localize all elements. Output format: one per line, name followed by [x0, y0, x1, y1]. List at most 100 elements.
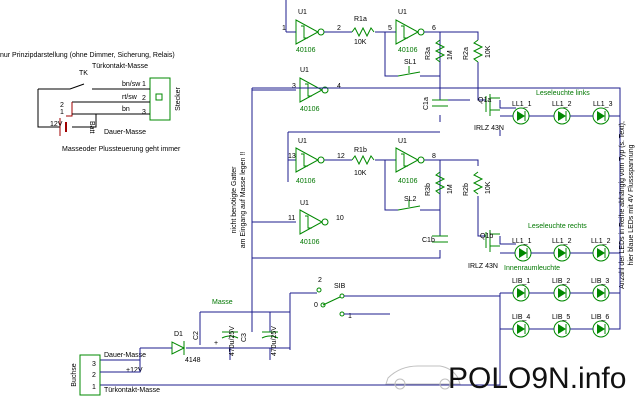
- gate-u1-5: [395, 19, 425, 45]
- principle-wiring: [37, 83, 150, 128]
- u1-label-gate3: U1: [300, 67, 309, 74]
- gate11-pin10: 10: [336, 215, 344, 222]
- sl1-label: SL1: [404, 59, 417, 66]
- ll1-2-label-top: LL1_2: [552, 101, 572, 108]
- r3a-label: R3a: [425, 47, 432, 60]
- wire-rt-sw-label: rt/sw: [122, 94, 138, 101]
- buchse-pin-2: 2: [92, 372, 96, 379]
- gate1-pin1: 1: [282, 25, 286, 32]
- chip-40106-gate9: 40106: [398, 178, 418, 185]
- gate5-pin5: 5: [388, 25, 392, 32]
- gate13-pin13: 13: [288, 153, 296, 160]
- lib2-label: LIB_2: [552, 278, 570, 285]
- led-ll1-r3: [592, 244, 610, 262]
- resistor-r3b: [434, 171, 446, 195]
- r1a-value: 10K: [354, 39, 367, 46]
- r1a-label: R1a: [354, 16, 367, 23]
- r2a-value: 10K: [485, 45, 492, 58]
- led-row2-wire: [500, 116, 621, 254]
- capacitor-c2: [221, 331, 239, 339]
- q1b-label: Q1b: [480, 233, 493, 240]
- tuerkontakt-masse-label-bottom: Türkontakt-Masse: [104, 387, 160, 394]
- buchse-pin-3: 3: [92, 361, 96, 368]
- led-ll1-1: [512, 107, 530, 125]
- switch-sl2: [397, 200, 421, 211]
- power-wiring: [100, 88, 501, 386]
- gate-u1-11: [299, 209, 329, 235]
- polo9n-logo: [385, 365, 461, 390]
- gate9-pin8: 8: [432, 153, 436, 160]
- led-ll1-2: [553, 107, 571, 125]
- r1b-label: R1b: [354, 147, 367, 154]
- principle-note: nur Prinzipdarstellung (ohne Dimmer, Sic…: [0, 52, 175, 59]
- d1-label: D1: [174, 331, 183, 338]
- led-row3-wire: [499, 253, 621, 330]
- leseleuchte-rechts-label: Leseleuchte rechts: [528, 223, 587, 230]
- r1b-value: 10K: [354, 170, 367, 177]
- switch-sl1: [397, 66, 421, 77]
- battery-symbol: [59, 118, 67, 136]
- sib-label: SIB: [334, 283, 346, 290]
- lib5-label: LIB_5: [552, 314, 570, 321]
- sib-pos-1: 1: [348, 313, 352, 320]
- switch-sib: [316, 287, 345, 317]
- chip-40106-gate11: 40106: [300, 239, 320, 246]
- dauer-masse-label-top: Dauer-Masse: [104, 129, 146, 136]
- leseleuchte-links-label: Leseleuchte links: [536, 90, 590, 97]
- buchse-connector: [79, 354, 101, 396]
- r3a-value: 1M: [447, 50, 454, 60]
- watermark: POLO9N.info: [448, 362, 626, 395]
- ll1-1-label-top: LL1_1: [512, 101, 532, 108]
- chip-40106-gate5: 40106: [398, 47, 418, 54]
- resistor-r1b: [351, 154, 375, 166]
- c1b-label: C1b: [422, 237, 435, 244]
- gate-note-line2: am Eingang auf Masse legen !!: [240, 152, 247, 249]
- lib1-label: LIB_1: [512, 278, 530, 285]
- pin-label-top-2: 2: [60, 102, 64, 109]
- u1-label-gate1: U1: [298, 9, 307, 16]
- gate11-pin11: 11: [288, 215, 295, 222]
- resistor-r2a: [472, 39, 484, 63]
- lib4-label: LIB_4: [512, 314, 530, 321]
- c3-label: C3: [241, 333, 248, 342]
- masse-oder-plus-note: Masseoder Plussteuerung geht immer: [62, 146, 181, 153]
- stecker-label: Stecker: [175, 86, 182, 110]
- plug-pin-3: 3: [142, 109, 146, 116]
- gate-u1-13: [295, 147, 325, 173]
- top-block-wiring: [252, 0, 516, 136]
- u1-label-gate5: U1: [398, 9, 407, 16]
- stecker-connector: [149, 77, 171, 121]
- resistor-r2b: [472, 171, 484, 195]
- chip-40106-gate3: 40106: [300, 106, 320, 113]
- tk-label: TK: [79, 70, 88, 77]
- r2b-value: 10K: [485, 181, 492, 194]
- sib-pos-2: 2: [318, 277, 322, 284]
- gate-u1-9: [395, 147, 425, 173]
- u1-label-gate9: U1: [398, 138, 407, 145]
- led-lib-1: [512, 284, 530, 302]
- capacitor-c1a: [432, 99, 448, 107]
- capacitor-c3: [261, 331, 279, 339]
- c1a-label: C1a: [423, 97, 430, 110]
- diode-d1: [140, 341, 186, 355]
- led-lib-2: [553, 284, 571, 302]
- led-lib-3: [592, 284, 610, 302]
- plug-pin-2: 2: [142, 95, 146, 102]
- r2a-label: R2a: [463, 47, 470, 60]
- u1-label-gate13: U1: [298, 138, 307, 145]
- ll1-r3-label: LL1_2: [591, 238, 611, 245]
- gate3-pin4: 4: [337, 83, 341, 90]
- led-lib-4: [512, 320, 530, 338]
- lib3-label: LIB_3: [591, 278, 609, 285]
- led-lib-6: [592, 320, 610, 338]
- wire-bn-label: bn: [122, 106, 130, 113]
- gate-note-line1: nicht benötigte Gatter: [231, 166, 238, 234]
- pin-label-top-1: 1: [60, 109, 64, 116]
- plus12-label: +12V: [126, 367, 143, 374]
- gate-u1-3: [299, 77, 329, 103]
- plus12-wire: [100, 348, 141, 373]
- ll1-3-label-top: LL1_3: [593, 101, 613, 108]
- gate13-pin12: 12: [337, 153, 345, 160]
- c3-value: 470u/25V: [271, 326, 278, 356]
